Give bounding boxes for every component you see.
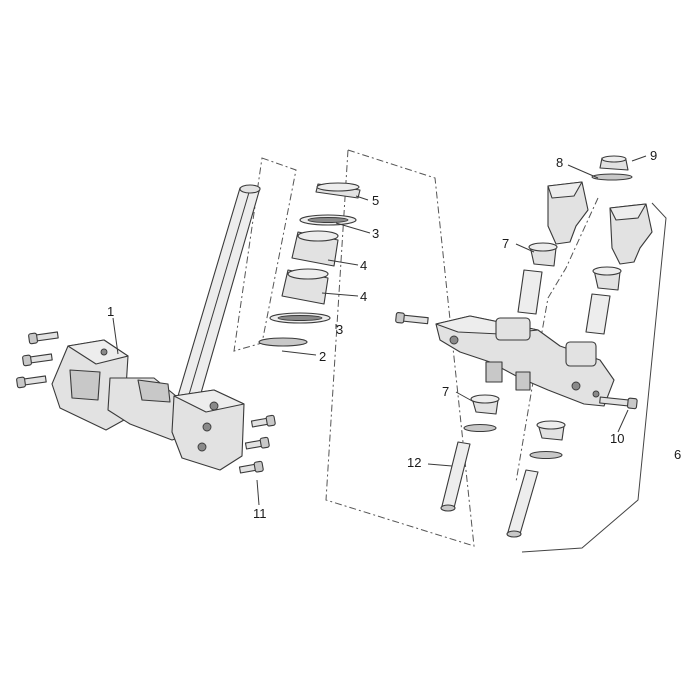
lower-yoke-bolts-left — [16, 331, 59, 389]
bearing-stack — [258, 182, 361, 347]
callout-10: 10 — [610, 431, 624, 446]
crown-pinch-bolt — [395, 312, 429, 325]
leader-lines — [112, 155, 647, 506]
clamp-bolts-11 — [238, 414, 276, 474]
handlebar-riser-left — [547, 181, 589, 245]
riser-bushing-lower-right — [529, 420, 566, 460]
lower-yoke — [51, 339, 245, 471]
riser-stud-12 — [440, 441, 471, 512]
steering-stem — [177, 184, 261, 401]
callout-1: 1 — [107, 304, 114, 319]
crown-group-frame — [325, 149, 475, 547]
riser-bushing-upper-right — [592, 266, 622, 291]
riser-cap-9 — [599, 155, 629, 171]
callout-11: 11 — [253, 506, 267, 521]
callout-2: 2 — [319, 349, 326, 364]
callout-7-lower: 7 — [442, 384, 449, 399]
callout-12: 12 — [407, 455, 421, 470]
callout-4-lower: 4 — [360, 289, 367, 304]
riser-studs-upper — [517, 269, 611, 335]
riser-bushing-7-upper-left — [528, 242, 558, 267]
callout-3-upper: 3 — [372, 226, 379, 241]
callout-8: 8 — [556, 155, 563, 170]
crown-bolt-10 — [599, 396, 638, 410]
callout-6: 6 — [674, 447, 681, 462]
callout-4-upper: 4 — [360, 258, 367, 273]
upper-yoke — [435, 315, 615, 407]
handlebar-riser-right — [609, 203, 653, 265]
callout-labels: 1 2 3 3 4 4 5 6 7 7 8 9 10 11 12 — [107, 148, 681, 521]
callout-3-lower: 3 — [336, 322, 343, 337]
riser-stud-right — [506, 469, 539, 538]
callout-5: 5 — [372, 193, 379, 208]
riser-washer-8 — [591, 173, 633, 181]
riser-bushing-7-lower-left — [463, 394, 500, 433]
callout-7-upper: 7 — [502, 236, 509, 251]
group-6-bracket — [521, 202, 667, 553]
callout-9: 9 — [650, 148, 657, 163]
right-group-frame — [515, 197, 599, 483]
